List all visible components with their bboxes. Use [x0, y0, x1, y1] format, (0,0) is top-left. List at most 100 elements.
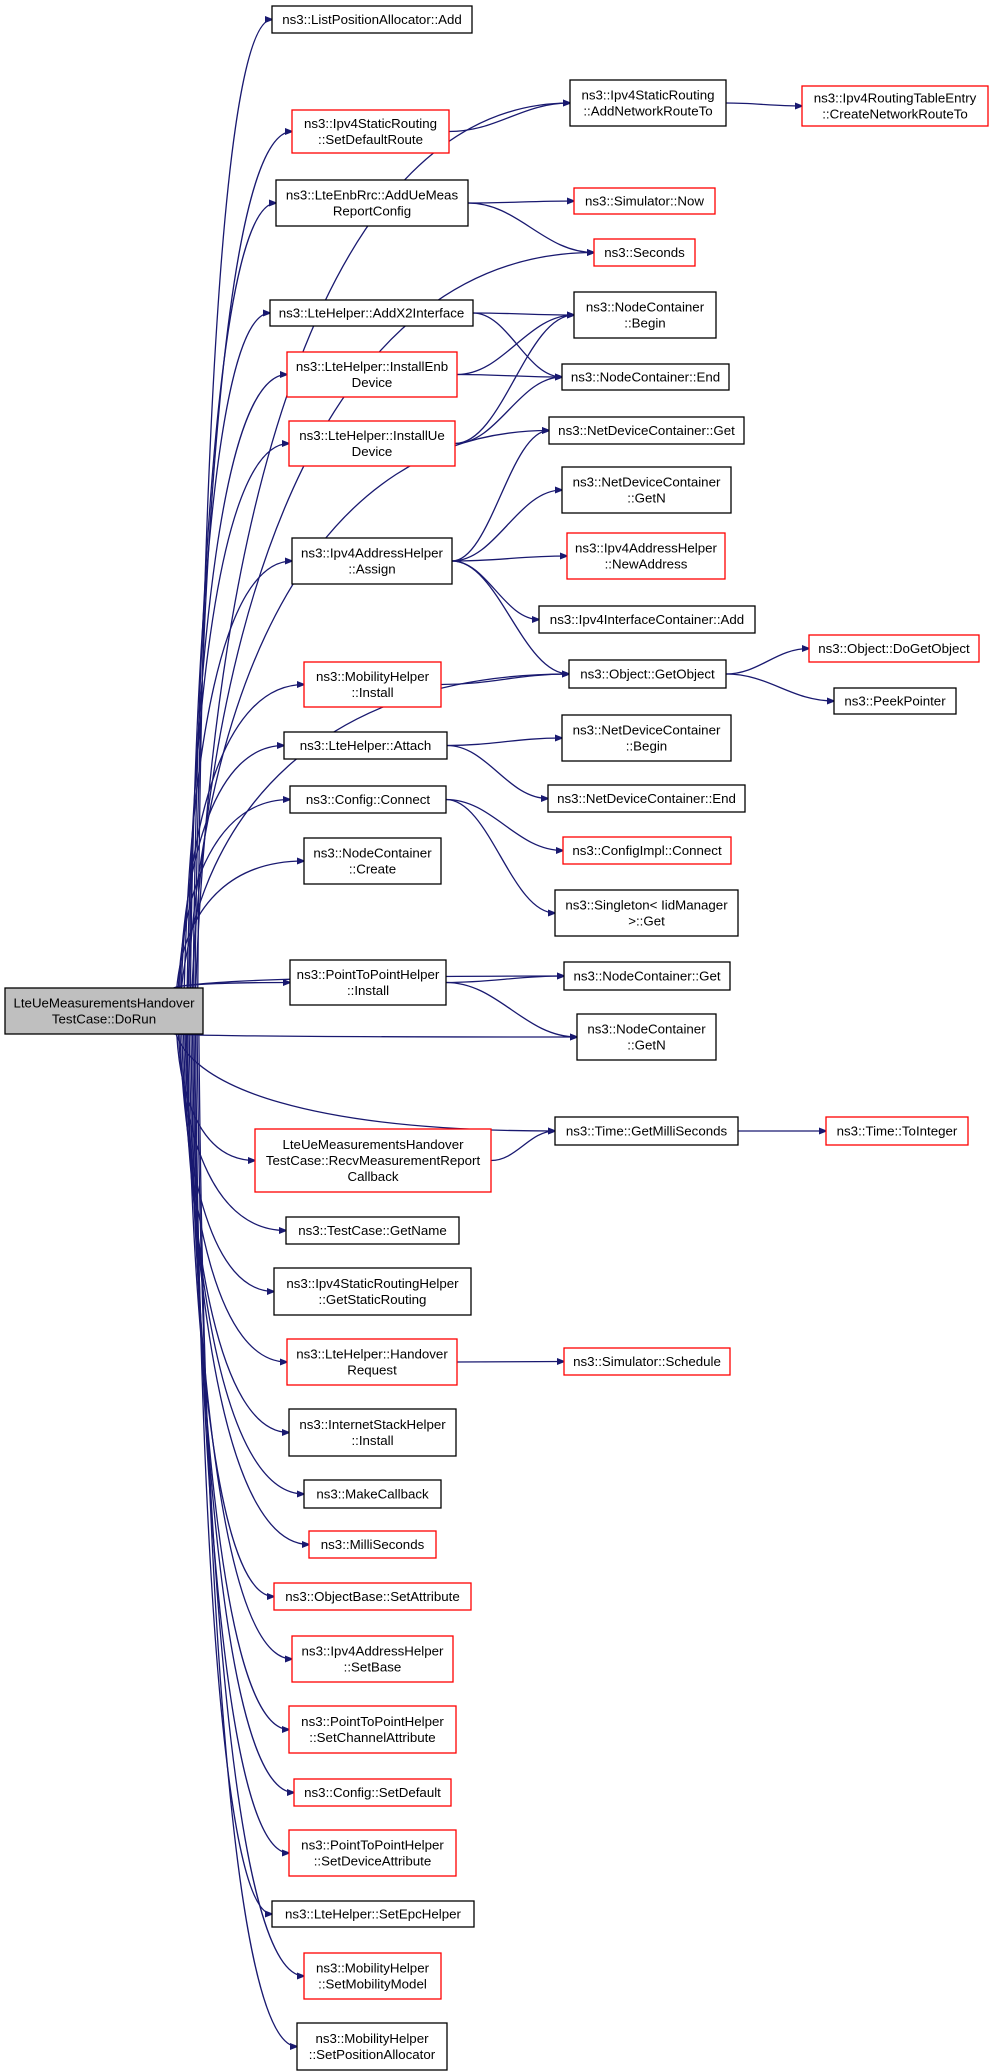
function-node[interactable]: ns3::ConfigImpl::Connect — [562, 836, 732, 865]
node-label-line: ::SetPositionAllocator — [309, 2047, 436, 2062]
call-edge-root-n49 — [198, 1033, 297, 2047]
node-label-line: ::NewAddress — [605, 557, 688, 572]
function-node[interactable]: ns3::Ipv4StaticRoutingHelper::GetStaticR… — [273, 1267, 472, 1316]
function-node[interactable]: ns3::Seconds — [593, 238, 696, 267]
function-node[interactable]: ns3::LteHelper::AddX2Interface — [269, 299, 474, 327]
call-edge-n2-n3 — [725, 103, 802, 106]
call-edge-n15-n20 — [451, 560, 569, 674]
function-node[interactable]: ns3::NodeContainer::GetN — [576, 1013, 717, 1061]
node-box — [286, 1338, 458, 1386]
node-label-line: ::Assign — [348, 562, 395, 577]
function-node[interactable]: ns3::Config::Connect — [289, 785, 447, 814]
node-box — [563, 961, 731, 991]
node-box — [568, 659, 727, 689]
function-node[interactable]: ns3::NetDeviceContainer::Begin — [561, 714, 732, 762]
function-node[interactable]: ns3::PointToPointHelper::SetDeviceAttrib… — [288, 1829, 457, 1877]
node-box — [273, 1582, 472, 1611]
call-edge-n4-n2 — [448, 103, 570, 133]
node-box — [303, 837, 442, 885]
node-box — [554, 889, 739, 937]
function-node[interactable]: ns3::NodeContainer::Create — [303, 837, 442, 885]
function-node[interactable]: ns3::MobilityHelper::SetPositionAllocato… — [296, 2022, 448, 2071]
call-edge-root-n32 — [175, 1033, 555, 1131]
node-label-line: ns3::Ipv4StaticRoutingHelper — [286, 1276, 459, 1291]
node-box — [548, 416, 745, 445]
node-box — [283, 731, 448, 760]
function-node[interactable]: ns3::NetDeviceContainer::GetN — [561, 466, 732, 514]
function-node[interactable]: ns3::MobilityHelper::SetMobilityModel — [303, 1952, 442, 2000]
node-label-line: ns3::Object::GetObject — [580, 667, 715, 682]
function-node[interactable]: ns3::LteHelper::Attach — [283, 731, 448, 760]
function-node[interactable]: ns3::Ipv4RoutingTableEntry::CreateNetwor… — [801, 85, 989, 127]
call-edge-n15-n16 — [451, 556, 567, 562]
function-node[interactable]: ns3::Time::ToInteger — [825, 1116, 969, 1146]
node-box — [288, 1829, 457, 1877]
node-label-line: ns3::LteHelper::SetEpcHelper — [285, 1907, 461, 1922]
node-label-line: ns3::NodeContainer — [313, 846, 432, 861]
function-node[interactable]: ns3::MobilityHelper::Install — [303, 661, 442, 708]
function-node[interactable]: ns3::NetDeviceContainer::Get — [548, 416, 745, 445]
function-node[interactable]: ns3::Ipv4AddressHelper::SetBase — [291, 1635, 454, 1683]
node-label-line: ns3::NodeContainer — [587, 1022, 706, 1037]
node-box — [563, 1347, 731, 1376]
function-node[interactable]: ns3::Singleton< IidManager>::Get — [554, 889, 739, 937]
function-node[interactable]: ns3::NodeContainer::Begin — [573, 291, 717, 339]
function-node[interactable]: ns3::Ipv4AddressHelper::Assign — [291, 537, 453, 585]
node-box — [288, 1705, 457, 1754]
function-node[interactable]: ns3::NodeContainer::Get — [563, 961, 731, 991]
function-node[interactable]: ns3::LteHelper::SetEpcHelper — [271, 1900, 475, 1928]
node-label-line: ns3::LteHelper::AddX2Interface — [279, 306, 465, 321]
call-edge-n10-n9 — [456, 315, 574, 376]
node-label-line: ::Install — [351, 1433, 393, 1448]
function-node[interactable]: ns3::PointToPointHelper::Install — [289, 959, 447, 1006]
node-label-line: Device — [352, 444, 393, 459]
function-node[interactable]: ns3::Ipv4StaticRouting::AddNetworkRouteT… — [569, 79, 727, 127]
node-box — [291, 537, 453, 585]
node-box — [547, 784, 746, 813]
function-node[interactable]: ns3::Ipv4InterfaceContainer::Add — [538, 605, 756, 634]
function-node[interactable]: ns3::InternetStackHelper::Install — [288, 1408, 457, 1457]
node-label-line: ::SetDeviceAttribute — [314, 1854, 432, 1869]
node-label-line: ns3::LteEnbRrc::AddUeMeas — [286, 188, 459, 203]
function-node[interactable]: ns3::Object::GetObject — [568, 659, 727, 689]
node-box — [273, 1267, 472, 1316]
function-node[interactable]: ns3::MilliSeconds — [308, 1530, 437, 1559]
function-node[interactable]: ns3::Simulator::Schedule — [563, 1347, 731, 1376]
node-label-line: ns3::Ipv4AddressHelper — [302, 1644, 444, 1659]
call-edge-n25-n26 — [445, 798, 563, 851]
function-node[interactable]: ns3::NodeContainer::End — [561, 363, 730, 391]
function-node[interactable]: ns3::Ipv4AddressHelper::NewAddress — [566, 532, 726, 580]
node-label-line: ns3::MobilityHelper — [316, 669, 430, 684]
node-label-line: ns3::Time::ToInteger — [837, 1124, 958, 1139]
function-node[interactable]: ns3::Ipv4StaticRouting::SetDefaultRoute — [291, 109, 450, 154]
function-node[interactable]: ns3::PeekPointer — [833, 687, 957, 715]
node-label-line: ns3::PointToPointHelper — [301, 1838, 444, 1853]
function-node[interactable]: LteUeMeasurementsHandoverTestCase::RecvM… — [254, 1128, 492, 1193]
function-node[interactable]: ns3::Config::SetDefault — [293, 1778, 452, 1807]
node-label-line: ns3::Ipv4RoutingTableEntry — [814, 91, 977, 106]
call-edge-root-n47 — [194, 1033, 272, 1914]
call-edge-n29-n31 — [445, 981, 577, 1038]
node-label-line: ns3::ListPositionAllocator::Add — [282, 12, 462, 27]
call-edge-root-n5 — [192, 203, 276, 989]
node-label-line: ::AddNetworkRouteTo — [583, 104, 712, 119]
function-node[interactable]: ns3::MakeCallback — [303, 1479, 442, 1509]
node-label-line: ns3::NetDeviceContainer — [573, 723, 721, 738]
function-node[interactable]: ns3::PointToPointHelper::SetChannelAttri… — [288, 1705, 457, 1754]
function-node[interactable]: ns3::NetDeviceContainer::End — [547, 784, 746, 813]
call-edge-n20-n18 — [725, 649, 809, 675]
function-node[interactable]: ns3::Simulator::Now — [573, 187, 716, 215]
function-node[interactable]: ns3::ObjectBase::SetAttribute — [273, 1582, 472, 1611]
function-node[interactable]: ns3::Object::DoGetObject — [808, 634, 980, 663]
node-box — [289, 785, 447, 814]
function-node[interactable]: ns3::ListPositionAllocator::Add — [271, 5, 473, 34]
function-node[interactable]: ns3::TestCase::GetName — [285, 1216, 460, 1245]
function-node[interactable]: ns3::Time::GetMilliSeconds — [554, 1116, 739, 1146]
node-label-line: ::SetDefaultRoute — [318, 132, 423, 147]
node-label-line: ::Begin — [624, 316, 665, 331]
